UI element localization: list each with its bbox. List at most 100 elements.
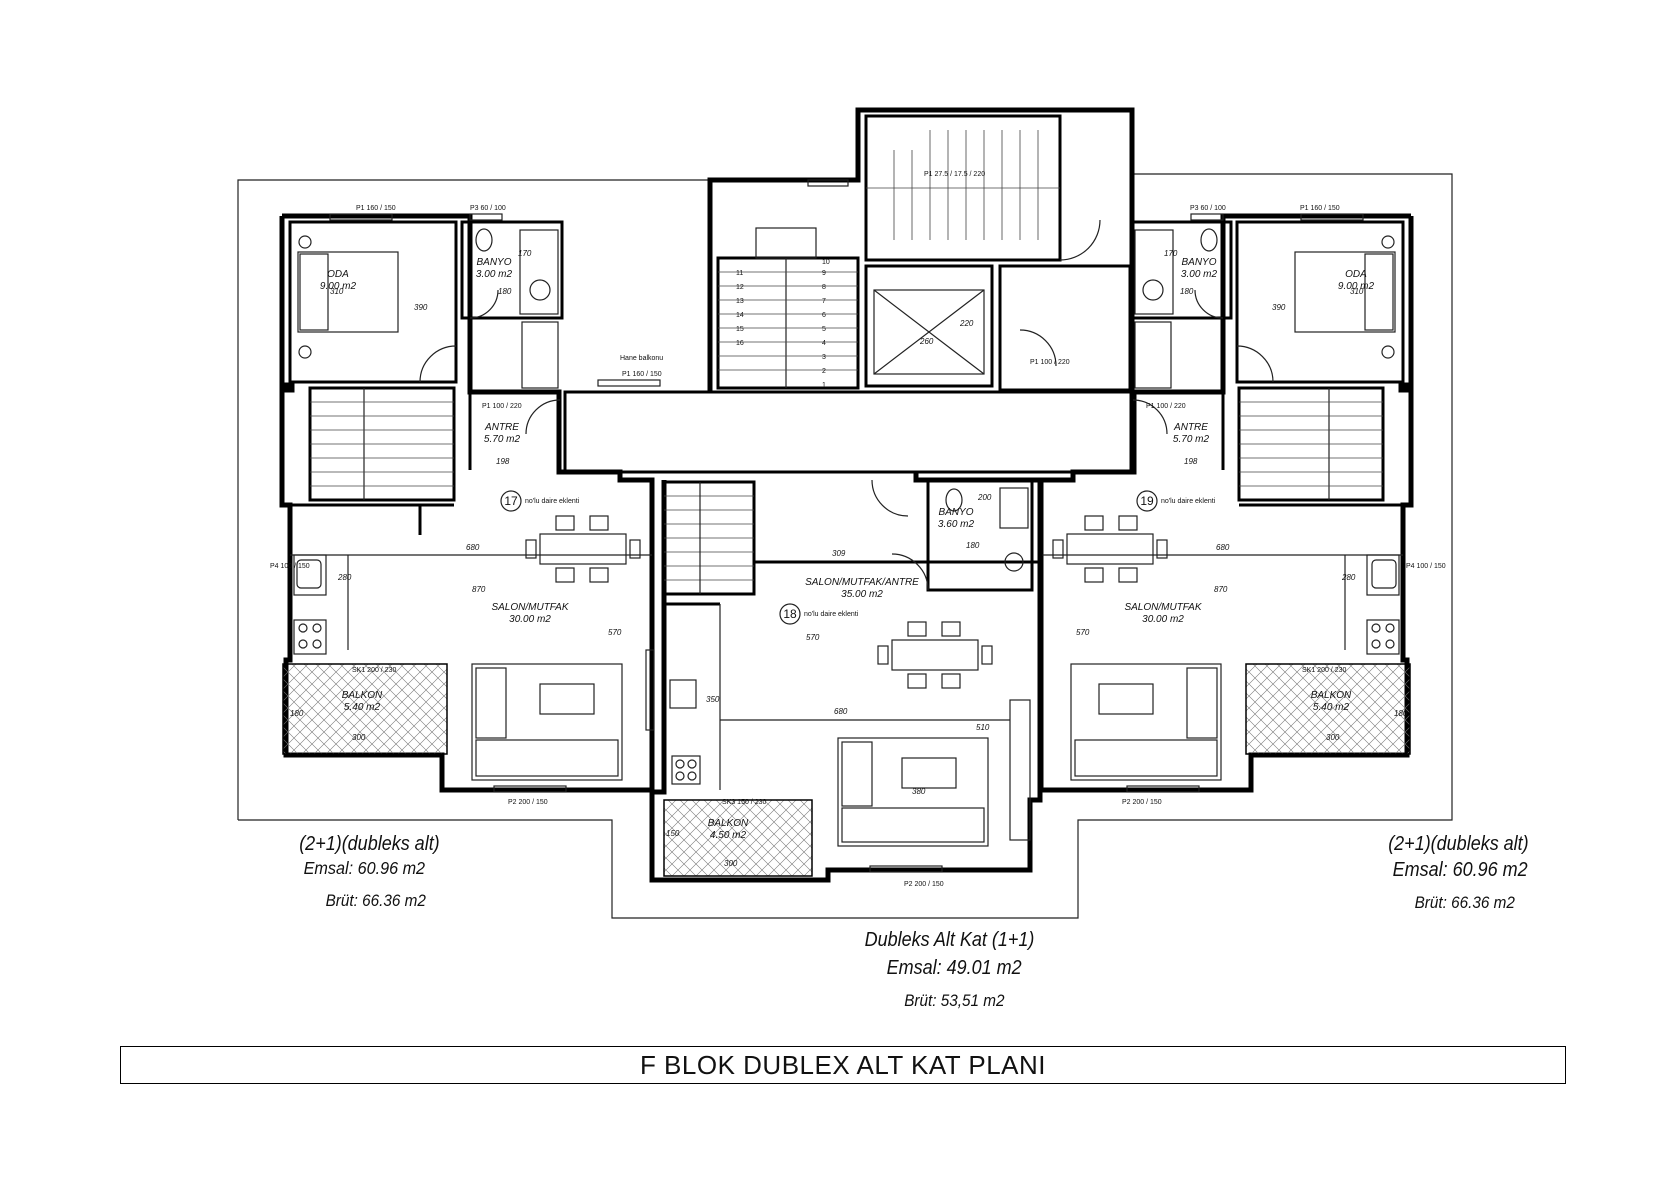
svg-text:Brüt: 66.36 m2: Brüt: 66.36 m2 xyxy=(326,891,426,910)
middle-unit xyxy=(649,472,1043,883)
svg-text:180: 180 xyxy=(290,709,304,718)
svg-text:3: 3 xyxy=(822,354,826,361)
svg-text:570: 570 xyxy=(1076,628,1090,637)
middle-sofa xyxy=(837,737,989,847)
left-unit-summary: (2+1)(dubleks alt) Emsal: 60.96 m2 Brüt:… xyxy=(299,833,439,910)
svg-text:300: 300 xyxy=(1326,733,1340,742)
svg-text:570: 570 xyxy=(806,633,820,642)
svg-text:35.00 m2: 35.00 m2 xyxy=(841,589,883,600)
svg-text:P3 60 / 100: P3 60 / 100 xyxy=(1190,205,1226,212)
svg-text:(2+1)(dubleks alt): (2+1)(dubleks alt) xyxy=(299,833,439,855)
svg-text:19: 19 xyxy=(1140,494,1154,508)
svg-text:P4 100 / 150: P4 100 / 150 xyxy=(270,563,310,570)
svg-text:no'lu daire eklenti: no'lu daire eklenti xyxy=(804,611,859,618)
svg-text:ANTRE: ANTRE xyxy=(1173,422,1208,433)
svg-text:2: 2 xyxy=(822,368,826,375)
svg-text:4.50 m2: 4.50 m2 xyxy=(710,830,747,841)
svg-text:SALON/MUTFAK: SALON/MUTFAK xyxy=(491,602,569,613)
svg-text:P1 160 / 150: P1 160 / 150 xyxy=(356,205,396,212)
middle-balcony[interactable] xyxy=(663,799,813,877)
svg-text:P4 100 / 150: P4 100 / 150 xyxy=(1406,563,1446,570)
left-unit xyxy=(279,213,655,793)
svg-text:390: 390 xyxy=(414,303,428,312)
svg-text:Brüt: 66.36 m2: Brüt: 66.36 m2 xyxy=(1415,893,1515,912)
svg-text:Dubleks Alt Kat (1+1): Dubleks Alt Kat (1+1) xyxy=(865,929,1035,951)
svg-text:Brüt: 53,51 m2: Brüt: 53,51 m2 xyxy=(904,991,1004,1010)
svg-text:680: 680 xyxy=(466,543,480,552)
svg-text:9.00 m2: 9.00 m2 xyxy=(1338,281,1375,292)
svg-text:380: 380 xyxy=(912,787,926,796)
svg-text:BALKON: BALKON xyxy=(342,690,383,701)
svg-text:220: 220 xyxy=(959,319,974,328)
svg-text:309: 309 xyxy=(832,549,846,558)
svg-text:14: 14 xyxy=(736,312,744,319)
middle-dining-table xyxy=(877,621,993,689)
svg-text:15: 15 xyxy=(736,326,744,333)
svg-text:350: 350 xyxy=(706,695,720,704)
svg-text:5.40 m2: 5.40 m2 xyxy=(344,702,381,713)
svg-text:680: 680 xyxy=(1216,543,1230,552)
svg-text:198: 198 xyxy=(496,457,510,466)
left-internal-stair xyxy=(308,386,456,502)
svg-text:SK1 200 / 230: SK1 200 / 230 xyxy=(352,667,396,674)
middle-bathroom xyxy=(926,478,1034,592)
svg-text:9: 9 xyxy=(822,270,826,277)
svg-text:P2 200 / 150: P2 200 / 150 xyxy=(508,799,548,806)
svg-text:P2 200 / 150: P2 200 / 150 xyxy=(1122,799,1162,806)
svg-text:310: 310 xyxy=(330,287,344,296)
left-balcony[interactable] xyxy=(282,663,448,755)
left-dining-table xyxy=(525,515,641,583)
svg-text:SALON/MUTFAK/ANTRE: SALON/MUTFAK/ANTRE xyxy=(805,577,919,588)
svg-text:200: 200 xyxy=(977,493,992,502)
svg-text:180: 180 xyxy=(1180,287,1194,296)
svg-text:16: 16 xyxy=(736,340,744,347)
svg-text:260: 260 xyxy=(919,337,934,346)
svg-text:SK3 150 / 230: SK3 150 / 230 xyxy=(722,799,766,806)
right-unit-summary: (2+1)(dubleks alt) Emsal: 60.96 m2 Brüt:… xyxy=(1388,833,1528,912)
svg-text:10: 10 xyxy=(822,259,830,266)
svg-text:198: 198 xyxy=(1184,457,1198,466)
svg-text:P2 200 / 150: P2 200 / 150 xyxy=(904,881,944,888)
middle-unit-summary: Dubleks Alt Kat (1+1) Emsal: 49.01 m2 Br… xyxy=(865,929,1035,1010)
svg-text:3.00 m2: 3.00 m2 xyxy=(1181,269,1218,280)
svg-text:BALKON: BALKON xyxy=(1311,690,1352,701)
svg-text:180: 180 xyxy=(966,541,980,550)
svg-text:Emsal: 60.96 m2: Emsal: 60.96 m2 xyxy=(1393,859,1528,881)
svg-text:280: 280 xyxy=(337,573,352,582)
svg-text:180: 180 xyxy=(1394,709,1408,718)
svg-text:P1 100 / 220: P1 100 / 220 xyxy=(1146,403,1186,410)
svg-text:390: 390 xyxy=(1272,303,1286,312)
svg-text:13: 13 xyxy=(736,298,744,305)
svg-text:5.40 m2: 5.40 m2 xyxy=(1313,702,1350,713)
svg-text:18: 18 xyxy=(783,607,797,621)
left-room-labels: ODA 9.00 m2 BANYO 3.00 m2 ANTRE 5.70 m2 … xyxy=(270,205,622,806)
svg-text:30.00 m2: 30.00 m2 xyxy=(509,614,551,625)
svg-text:ODA: ODA xyxy=(327,269,349,280)
svg-text:P1 27.5 / 17.5 / 220: P1 27.5 / 17.5 / 220 xyxy=(924,171,985,178)
svg-text:Emsal: 60.96 m2: Emsal: 60.96 m2 xyxy=(304,858,426,878)
svg-text:5.70 m2: 5.70 m2 xyxy=(484,434,521,445)
svg-text:300: 300 xyxy=(352,733,366,742)
left-bathroom xyxy=(460,220,564,320)
svg-text:P1 100 / 220: P1 100 / 220 xyxy=(482,403,522,410)
svg-text:P1 160 / 150: P1 160 / 150 xyxy=(1300,205,1340,212)
svg-text:170: 170 xyxy=(1164,249,1178,258)
svg-text:4: 4 xyxy=(822,340,826,347)
svg-text:17: 17 xyxy=(504,494,518,508)
left-sofa xyxy=(471,663,623,781)
svg-text:9.00 m2: 9.00 m2 xyxy=(320,281,357,292)
elevator xyxy=(864,264,994,388)
svg-text:680: 680 xyxy=(834,707,848,716)
svg-text:12: 12 xyxy=(736,284,744,291)
svg-text:5: 5 xyxy=(822,326,826,333)
plan-title-box: F BLOK DUBLEX ALT KAT PLANI xyxy=(120,1046,1566,1084)
svg-text:3.00 m2: 3.00 m2 xyxy=(476,269,513,280)
svg-text:570: 570 xyxy=(608,628,622,637)
svg-text:310: 310 xyxy=(1350,287,1364,296)
svg-text:30.00 m2: 30.00 m2 xyxy=(1142,614,1184,625)
svg-text:BANYO: BANYO xyxy=(938,507,973,518)
svg-text:870: 870 xyxy=(472,585,486,594)
svg-text:150: 150 xyxy=(666,829,680,838)
svg-text:SK1 200 / 230: SK1 200 / 230 xyxy=(1302,667,1346,674)
svg-text:P3 60 / 100: P3 60 / 100 xyxy=(470,205,506,212)
